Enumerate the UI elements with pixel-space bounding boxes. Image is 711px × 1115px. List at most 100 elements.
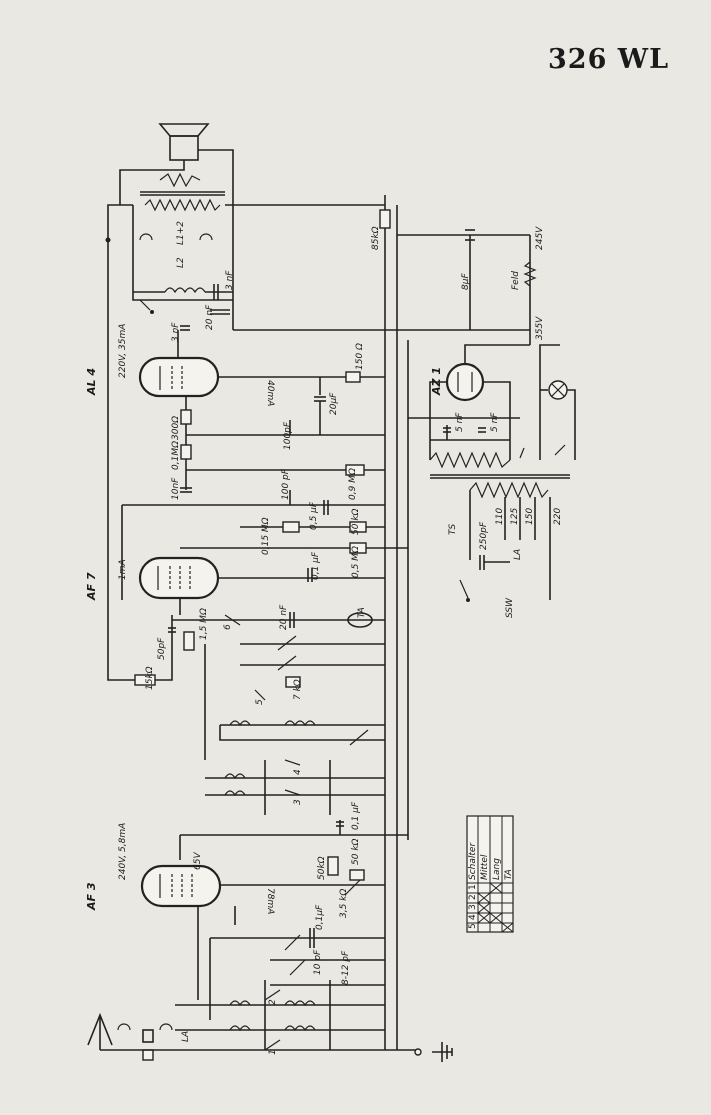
al4-supply-label: 220V, 35mA: [118, 324, 128, 378]
switch-col-1: 1: [468, 884, 478, 890]
af7-current-label: 1mA: [118, 559, 128, 580]
switch-table: Schalter Mittel Lang TA 1 2 3 4 5: [466, 815, 514, 933]
c812pf-label: 8-12 pF: [341, 950, 351, 985]
switch-header: Schalter: [468, 842, 478, 880]
r7k-resistor: [285, 676, 301, 688]
r015m-resistor: [282, 521, 300, 533]
field-coil: [523, 261, 537, 287]
ta-socket: [347, 612, 373, 628]
la-label: LA: [513, 549, 523, 560]
c20nf-label: 20 nF: [205, 304, 215, 330]
sw2-label: 2: [268, 999, 278, 1005]
mains-secondary: [429, 451, 511, 469]
c8uf-label: 8µF: [461, 273, 471, 290]
antenna-resistor: [142, 1049, 154, 1061]
c3nf-b-label: 3 nF: [171, 322, 181, 342]
switch-row-ta: TA: [504, 869, 514, 880]
r01m-label: 0,1MΩ: [171, 441, 181, 470]
ts-label: TS: [448, 524, 458, 535]
r150-label: 150 Ω: [355, 343, 365, 370]
c5nf-a-label: 5 nF: [455, 412, 465, 432]
r50k-a-label: 50 kΩ: [351, 508, 361, 535]
40ma-label: 40mA: [265, 380, 275, 406]
mains-primary: [469, 481, 549, 499]
r05m-label: 0,5 MΩ: [351, 546, 361, 578]
c5nf-b-label: 5 nF: [490, 412, 500, 432]
antenna-symbol: [87, 1012, 113, 1050]
v125-label: 125: [510, 508, 520, 525]
c250pf-label: 250pF: [479, 521, 489, 550]
al4-tube: [138, 356, 220, 398]
c10nf-label: 10nF: [171, 477, 181, 500]
az1-tube: [445, 362, 485, 402]
switch-row-mittel: Mittel: [480, 854, 490, 880]
r300-resistor: [180, 409, 192, 425]
switch-col-3: 3: [468, 904, 478, 910]
ground-symbol: [432, 1042, 453, 1062]
r50k-c-resistor: [349, 869, 365, 881]
c3nf-a-label: 3 nF: [225, 270, 235, 290]
r15m-resistor: [183, 631, 195, 651]
af3-tube: [140, 864, 222, 908]
switch-col-2: 2: [468, 894, 478, 900]
r50k-c-label: 50 kΩ: [351, 838, 361, 865]
l2-label: L2: [176, 257, 186, 268]
c05uf-label: 0,5 µF: [309, 501, 319, 530]
r35k-label: 3,5 kΩ: [339, 889, 349, 918]
af3-tube-label: AF 3: [85, 882, 98, 911]
v220-label: 220: [553, 508, 563, 525]
feld-label: Feld: [511, 271, 521, 290]
r15m-label: 1,5 MΩ: [199, 608, 209, 640]
c10pf-label: 10 pF: [313, 949, 323, 975]
r015m-label: 0,15 MΩ: [261, 517, 271, 555]
af7-tube: [138, 556, 220, 600]
switch-col-5: 5: [468, 923, 478, 929]
af7-tube-label: AF 7: [85, 572, 98, 601]
c20nf-b-label: 20 nF: [279, 604, 289, 630]
primary-winding: [144, 198, 221, 212]
model-number: 326 WL: [548, 44, 670, 75]
r50k-b-resistor: [327, 856, 339, 876]
c01uf-a-label: 0,1 µF: [311, 551, 321, 580]
r50k-a-resistor: [349, 521, 367, 533]
sw5-label: 5: [255, 699, 265, 705]
c100pf-a-label: 100pF: [283, 421, 293, 450]
sw4-label: 4: [293, 769, 303, 775]
v245-label: 245V: [535, 226, 545, 250]
r01m-resistor: [180, 444, 192, 460]
r15k-label: 15kΩ: [145, 666, 155, 690]
c50pf-label: 50pF: [157, 637, 167, 660]
v355-label: 355V: [535, 316, 545, 340]
c20uf-label: 20µF: [329, 392, 339, 415]
v110-label: 110: [495, 508, 505, 525]
ta-label: TA: [357, 607, 367, 618]
c01uf-c-label: 0,1µF: [315, 904, 325, 930]
sw6-label: 6: [223, 624, 233, 630]
r7k-label: 7 kΩ: [293, 679, 303, 700]
r50k-b-label: 50kΩ: [317, 856, 327, 880]
antenna-la-label: LA: [181, 1031, 191, 1042]
78ma-label: 78mA: [265, 888, 275, 914]
r05m-resistor: [349, 542, 367, 554]
v150-label: 150: [525, 508, 535, 525]
l12-label: L1+2: [176, 221, 186, 245]
r150-resistor: [345, 371, 361, 383]
sw1-label: 1: [268, 1049, 278, 1055]
switch-row-lang: Lang: [492, 858, 502, 880]
c01uf-b-label: 0,1 µF: [351, 801, 361, 830]
antenna-plug: [142, 1029, 154, 1043]
r09m-label: 0,9 MΩ: [348, 468, 358, 500]
r85k-resistor: [379, 209, 391, 229]
af3-supply-label: 240V, 5,8mA: [118, 823, 128, 880]
speaker: [158, 123, 210, 161]
af3-65v-label: 65V: [193, 852, 203, 870]
ssw-label: SSW: [505, 597, 515, 618]
r300-label: 300Ω: [171, 416, 181, 440]
sw3-label: 3: [293, 799, 303, 805]
c100pf-b-label: 100 pF: [281, 468, 291, 500]
switch-col-4: 4: [468, 914, 478, 920]
r85k-label: 85kΩ: [371, 226, 381, 250]
al4-tube-label: AL 4: [85, 368, 98, 396]
